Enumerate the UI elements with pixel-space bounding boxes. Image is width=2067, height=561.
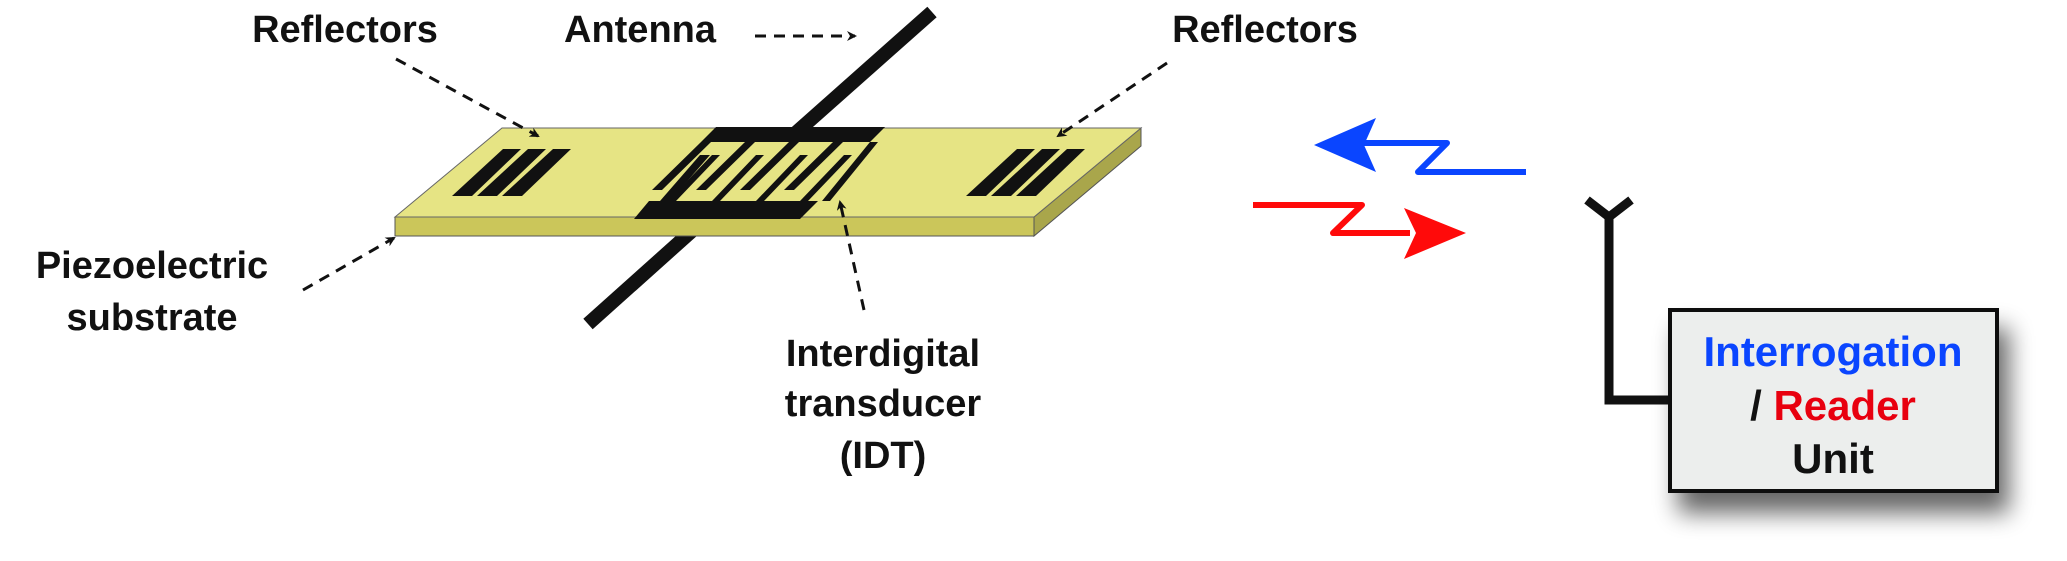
- reader-unit-box: Interrogation / Reader Unit: [1668, 308, 1999, 493]
- pointer-arrow-reflectors-left: [395, 57, 540, 138]
- label-interdigital: Interdigital: [786, 333, 980, 375]
- response-signal-arrow: [1253, 202, 1466, 259]
- label-substrate: substrate: [66, 297, 237, 339]
- reflector-right: [966, 149, 1085, 196]
- reader-label-line2: / Reader: [1750, 382, 1916, 429]
- pointer-arrow-substrate: [302, 236, 396, 292]
- reader-label-unit: Unit: [1792, 435, 1874, 482]
- label-idt: (IDT): [840, 435, 927, 477]
- label-reflectors-left: Reflectors: [252, 9, 438, 51]
- reader-label-slash: /: [1750, 382, 1762, 429]
- antenna-wire-upper: [785, 6, 937, 144]
- interrogation-signal-arrow: [1314, 118, 1526, 175]
- reader-label-reader: Reader: [1773, 382, 1915, 429]
- label-reflectors-right: Reflectors: [1172, 9, 1358, 51]
- label-antenna: Antenna: [564, 9, 717, 51]
- piezoelectric-substrate: [393, 126, 1143, 238]
- label-transducer: transducer: [785, 383, 982, 425]
- reflector-left: [452, 149, 571, 196]
- pointer-arrow-reflectors-right: [1056, 61, 1168, 138]
- interdigital-transducer: [634, 127, 885, 219]
- reader-label-interrogation: Interrogation: [1704, 328, 1963, 375]
- reader-antenna-icon: [1584, 196, 1672, 405]
- label-piezoelectric: Piezoelectric: [36, 245, 268, 287]
